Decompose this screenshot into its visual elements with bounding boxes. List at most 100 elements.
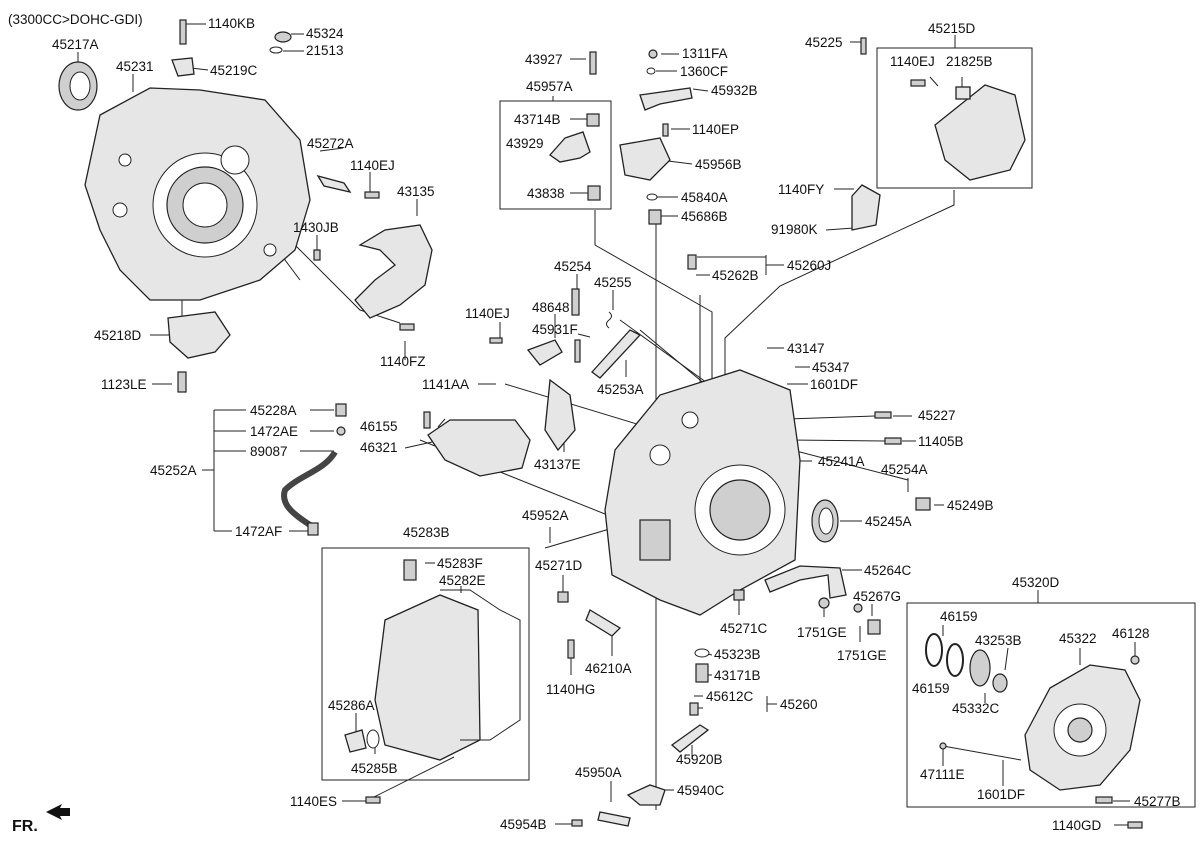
part-label: 45932B: [711, 83, 758, 98]
part-label: 43137E: [534, 457, 581, 472]
part-label: 46128: [1112, 626, 1150, 641]
part-label: 45215D: [928, 21, 976, 36]
part-label: 1123LE: [101, 377, 147, 392]
part-label: 45272A: [307, 136, 354, 151]
part-label: 45322: [1059, 631, 1097, 646]
part-label: 1311FA: [682, 46, 728, 61]
part-label: 45271C: [720, 621, 768, 636]
part-label: 1140EP: [692, 122, 739, 137]
part-label: 45940C: [677, 783, 725, 798]
clamp-1472AF: [307, 522, 319, 536]
part-label: 1140FY: [778, 182, 824, 197]
part-label: 45271D: [535, 558, 583, 573]
bearing-43253B: [969, 649, 991, 687]
bolt-11405B: [884, 437, 902, 445]
part-label: 46321: [360, 440, 398, 455]
part-label: 45950A: [575, 765, 622, 780]
plug-46128: [1130, 655, 1140, 665]
part-label: 45956B: [695, 157, 742, 172]
deflector-45272A: [316, 174, 352, 194]
lever-43929: [549, 131, 591, 163]
pipe-45264C: [764, 565, 847, 599]
part-label: 1360CF: [680, 64, 728, 79]
bolt-45612C: [689, 702, 699, 716]
part-label: 1140ES: [290, 794, 337, 809]
part-label: 45286A: [328, 698, 375, 713]
rear-cover-core: [1067, 717, 1093, 743]
part-label: 46210A: [585, 661, 632, 676]
part-label: 1140GD: [1052, 818, 1102, 833]
part-label: 45252A: [150, 463, 197, 478]
part-label: 45245A: [865, 514, 912, 529]
part-label: 43171B: [714, 668, 761, 683]
bolt-46155: [423, 411, 431, 429]
part-label: 45283B: [403, 525, 450, 540]
plug-45686B: [648, 209, 662, 225]
part-label: 46159: [940, 609, 978, 624]
part-label: 1140FZ: [380, 354, 426, 369]
part-label: 45262B: [712, 268, 759, 283]
part-label: 46159: [912, 681, 950, 696]
clip-45228A: [335, 403, 347, 417]
bushing-43838: [587, 185, 601, 201]
bracket-91980K: [851, 184, 881, 231]
oil-seal-45217A: [58, 61, 98, 111]
bolt-1140EJ-bracket: [910, 79, 926, 87]
solenoid-45286A: [344, 729, 367, 753]
bolt-1140FZ: [399, 323, 415, 331]
part-label: 45241A: [818, 454, 865, 469]
part-label: 45323B: [714, 647, 761, 662]
plug-45271D: [557, 591, 569, 603]
part-label: 45219C: [210, 63, 258, 78]
part-label: 45227: [918, 408, 956, 423]
part-label: 45255: [594, 275, 632, 290]
spring-45255: [606, 311, 612, 329]
part-label: 45218D: [94, 328, 142, 343]
cover-43135: [354, 224, 433, 319]
nut-1311FA: [648, 49, 658, 59]
bolt-1123LE: [177, 371, 187, 393]
part-label: 45231: [116, 59, 154, 74]
part-label: 45249B: [947, 498, 994, 513]
bracket-46210A: [585, 609, 622, 637]
valve-body-45283B: [374, 594, 481, 761]
part-label: 21825B: [946, 54, 993, 69]
lever-45932B: [639, 87, 693, 111]
part-label: 1140KB: [208, 16, 255, 31]
part-label: 45225: [805, 35, 843, 50]
plug-45324: [274, 31, 292, 43]
bolt-1140ES: [365, 796, 381, 804]
part-label: 45217A: [52, 37, 99, 52]
transmission-case-45241A: [604, 369, 801, 616]
bolt-45283F: [403, 559, 417, 581]
washer-1360CF: [646, 67, 656, 75]
part-labels: 1140KB 45324 21513 45217A 45231 45219C 4…: [52, 16, 1181, 833]
mount-21825B: [955, 86, 971, 100]
part-label: 45277B: [1134, 794, 1181, 809]
part-label: 45920B: [676, 752, 723, 767]
clamp-1472AE: [336, 426, 346, 436]
o-ring-45285B: [366, 729, 380, 749]
part-label: 1430JB: [293, 220, 339, 235]
part-label: 43714B: [514, 112, 561, 127]
bolt-1140EJ-left: [364, 191, 380, 199]
part-label: 91980K: [771, 222, 818, 237]
part-label: 45320D: [1012, 575, 1060, 590]
bolt-45225: [860, 37, 867, 55]
part-label: 1472AE: [250, 424, 298, 439]
bolt-43927: [589, 51, 597, 75]
part-label: 45260: [780, 697, 818, 712]
part-label: 45347: [812, 360, 850, 375]
sensor-45920B: [670, 724, 710, 753]
washer-1751GE-a: [818, 597, 830, 609]
bolt-45262B: [687, 254, 697, 270]
part-label: 1140EJ: [890, 54, 935, 69]
part-label: 1141AA: [422, 377, 469, 392]
part-label: 45332C: [952, 701, 1000, 716]
gasket-21513: [269, 46, 283, 54]
bracket-45218D: [167, 311, 231, 359]
plug-45249B: [915, 497, 931, 511]
strainer-46321: [427, 419, 531, 477]
bracket-45954B: [597, 811, 631, 827]
seal-45332C: [992, 673, 1008, 693]
